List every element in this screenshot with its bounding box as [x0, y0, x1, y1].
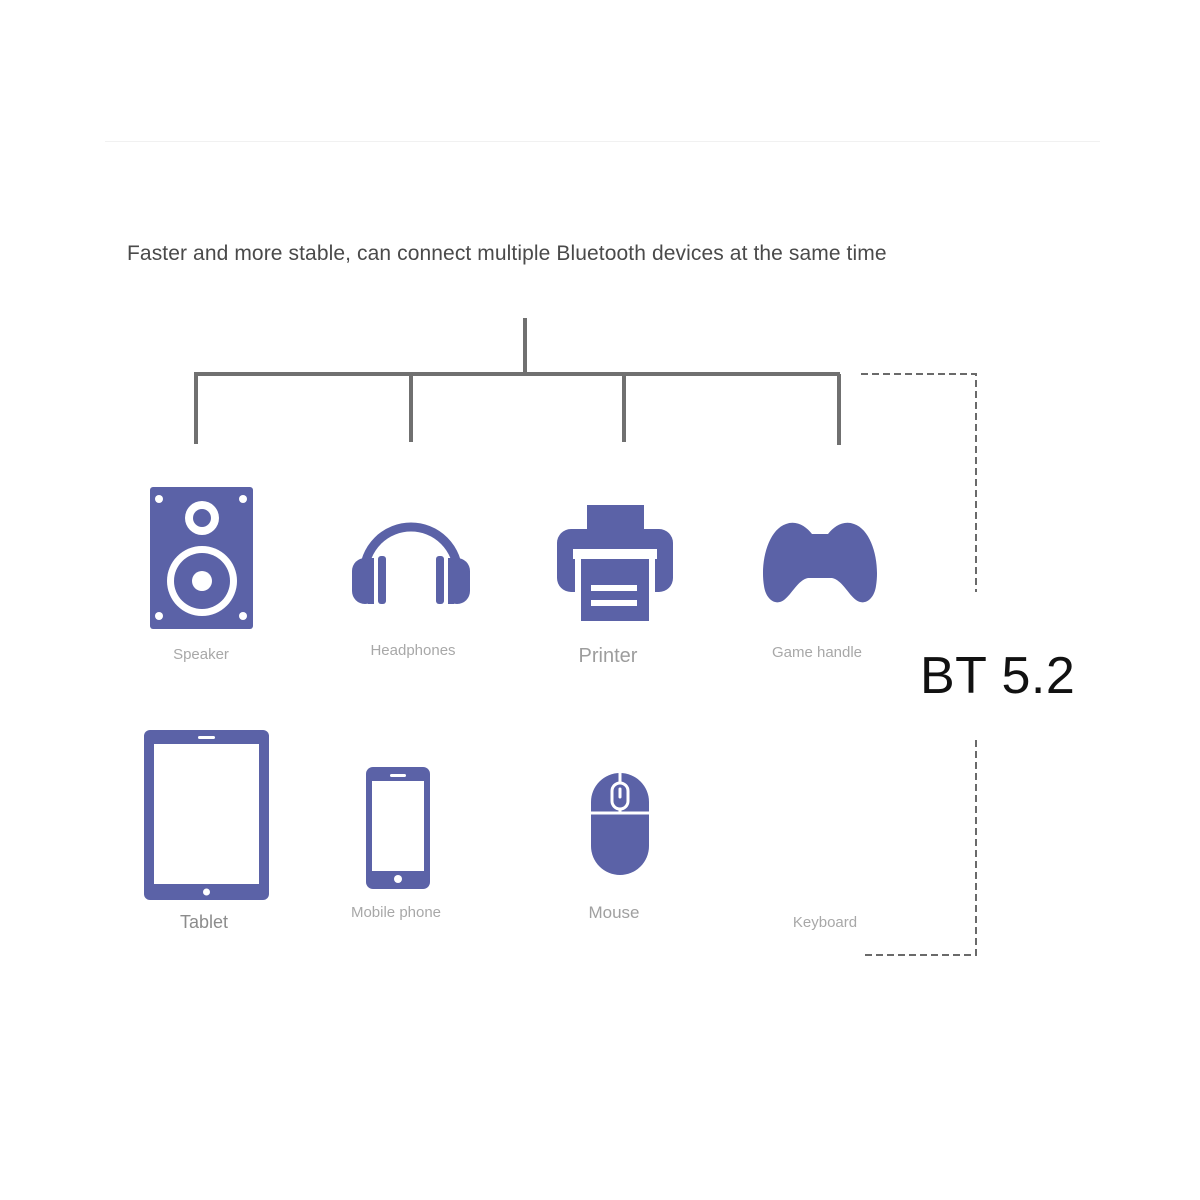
- headline: Faster and more stable, can connect mult…: [127, 242, 887, 265]
- gamepad-icon: [762, 522, 878, 603]
- device-label-keyboard: Keyboard: [792, 914, 858, 931]
- speaker-icon: [150, 487, 253, 629]
- tablet-icon: [144, 730, 269, 900]
- device-label-headphones: Headphones: [370, 642, 456, 659]
- top-divider: [105, 141, 1100, 142]
- bt-version-label: BT 5.2: [920, 647, 1076, 705]
- headphones-icon: [352, 522, 470, 606]
- bracket-bottom: [861, 740, 977, 956]
- mouse-icon: [591, 773, 649, 875]
- bracket-top: [861, 373, 977, 592]
- device-label-tablet: Tablet: [179, 912, 229, 932]
- device-label-printer: Printer: [578, 645, 638, 667]
- printer-icon: [557, 505, 673, 621]
- device-label-mouse: Mouse: [588, 903, 640, 922]
- device-label-game-handle: Game handle: [771, 644, 863, 661]
- mobile-phone-icon: [366, 767, 430, 889]
- device-label-speaker: Speaker: [173, 646, 229, 663]
- device-label-mobile-phone: Mobile phone: [350, 904, 442, 921]
